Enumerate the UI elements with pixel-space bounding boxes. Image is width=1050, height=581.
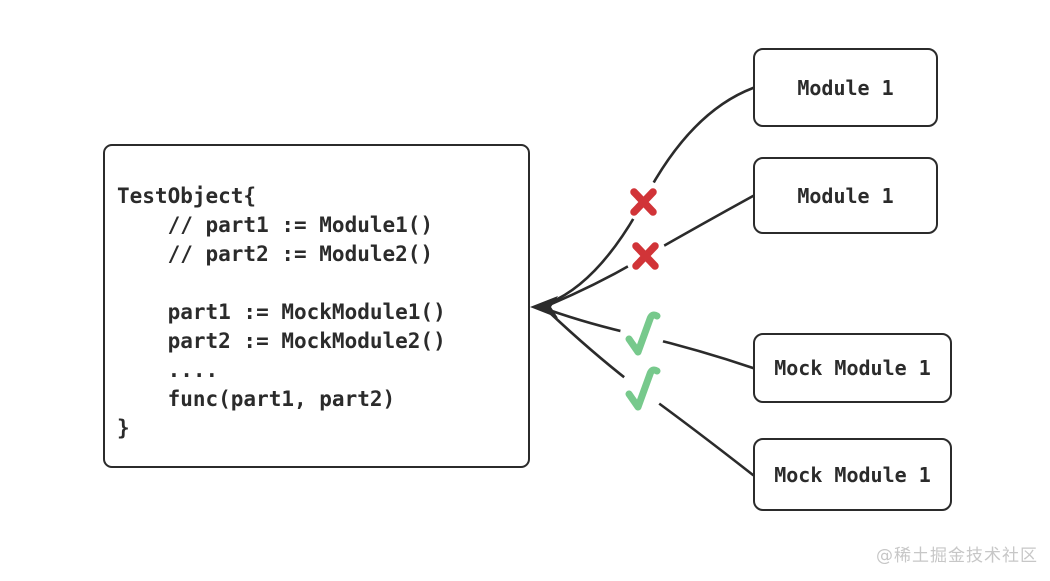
module-box-label: Mock Module 1 <box>774 462 931 487</box>
module-box-label: Module 1 <box>797 183 894 208</box>
check-mark-icon <box>625 366 661 411</box>
code-box: TestObject{ // part1 := Module1() // par… <box>103 144 530 468</box>
module-box-label: Module 1 <box>797 75 894 100</box>
arrowhead-icon <box>530 296 558 318</box>
check-mark-icon <box>625 311 661 356</box>
x-mark-icon <box>632 242 659 270</box>
watermark: @稀土掘金技术社区 <box>876 546 1038 566</box>
x-mark-icon <box>630 188 657 216</box>
module-box-1: Module 1 <box>753 48 938 127</box>
code-text: TestObject{ // part1 := Module1() // par… <box>117 184 446 440</box>
module-box-2: Module 1 <box>753 157 938 234</box>
module-box-label: Mock Module 1 <box>774 356 931 380</box>
module-box-3: Mock Module 1 <box>753 333 952 403</box>
module-box-4: Mock Module 1 <box>753 438 952 511</box>
